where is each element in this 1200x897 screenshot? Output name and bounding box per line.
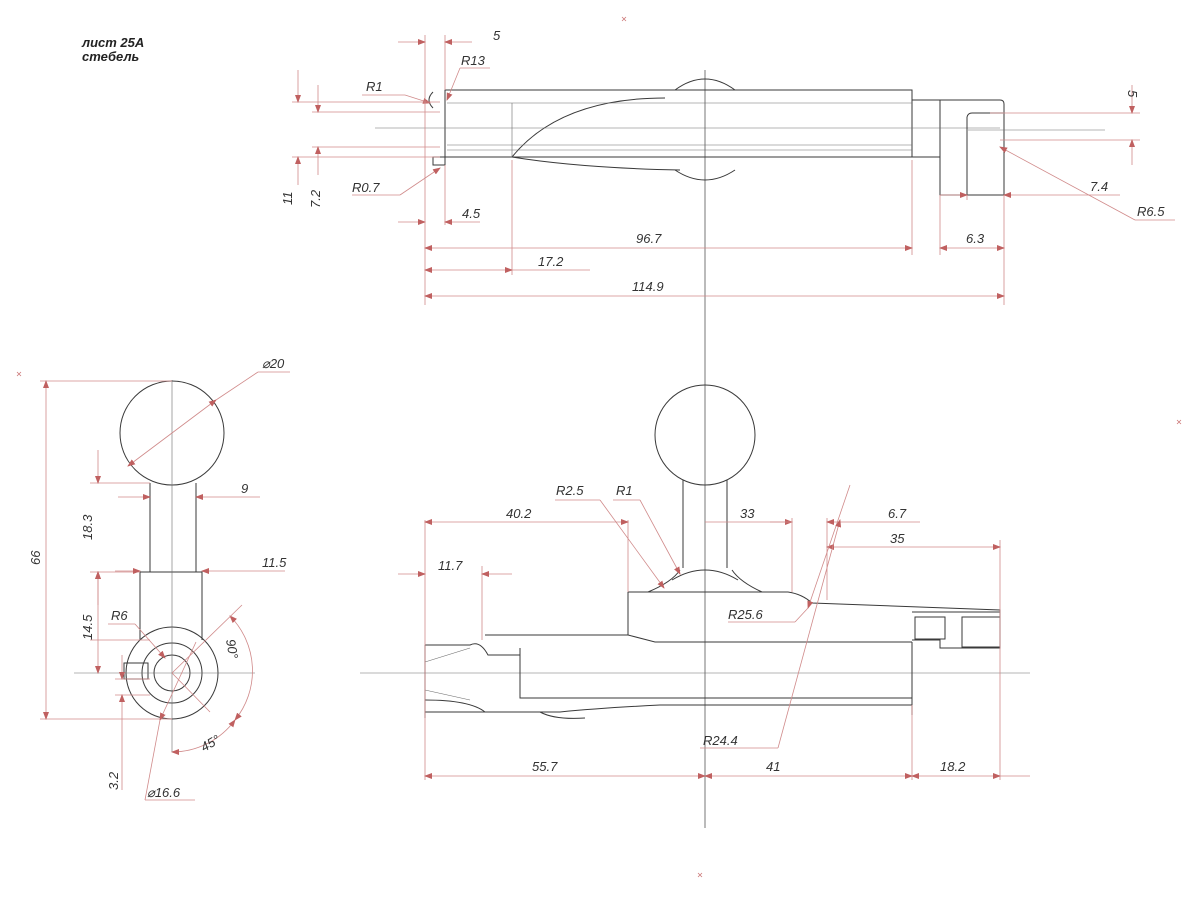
dim-dia-20: ⌀20 bbox=[262, 356, 285, 371]
dim-3-2: 3.2 bbox=[106, 771, 121, 790]
top-view: 5 R13 R1 R0.7 11 7.2 bbox=[280, 28, 1175, 305]
dim-114-9: 114.9 bbox=[632, 279, 664, 294]
dim-40-2: 40.2 bbox=[506, 506, 532, 521]
dim-9: 9 bbox=[241, 481, 248, 496]
dim-r07: R0.7 bbox=[352, 180, 380, 195]
dim-41: 41 bbox=[766, 759, 780, 774]
dim-7-4: 7.4 bbox=[1090, 179, 1108, 194]
side-view: ⌀20 66 18.3 9 11.5 14.5 bbox=[28, 356, 290, 801]
dim-66: 66 bbox=[28, 550, 43, 565]
dim-r1-front: R1 bbox=[616, 483, 633, 498]
top-view-dimensions: 5 R13 R1 R0.7 11 7.2 bbox=[280, 28, 1175, 305]
dim-6-7: 6.7 bbox=[888, 506, 907, 521]
dim-96-7: 96.7 bbox=[636, 231, 662, 246]
dim-r24-4: R24.4 bbox=[703, 733, 738, 748]
dim-5-top: 5 bbox=[493, 28, 501, 43]
sheet-title: лист 25А bbox=[81, 35, 144, 50]
dim-11: 11 bbox=[280, 192, 295, 206]
title-block: лист 25А стебель bbox=[81, 35, 144, 64]
top-view-outline bbox=[375, 78, 1105, 196]
dim-angle-90: 90° bbox=[223, 638, 241, 660]
part-name: стебель bbox=[82, 49, 139, 64]
side-view-outline bbox=[74, 380, 255, 752]
dim-6-3: 6.3 bbox=[966, 231, 985, 246]
dim-18-2: 18.2 bbox=[940, 759, 966, 774]
dim-r6-5: R6.5 bbox=[1137, 204, 1165, 219]
dim-4-5: 4.5 bbox=[462, 206, 481, 221]
dim-r25-6: R25.6 bbox=[728, 607, 763, 622]
dim-7-2: 7.2 bbox=[308, 189, 323, 208]
dim-r6: R6 bbox=[111, 608, 128, 623]
dim-11-7: 11.7 bbox=[438, 558, 463, 573]
front-view-outline bbox=[360, 384, 1030, 719]
dim-17-2: 17.2 bbox=[538, 254, 564, 269]
dim-r1-top: R1 bbox=[366, 79, 383, 94]
dim-55-7: 55.7 bbox=[532, 759, 558, 774]
dim-r2-5: R2.5 bbox=[556, 483, 584, 498]
sheet-marks bbox=[16, 16, 1182, 878]
dim-11-5: 11.5 bbox=[262, 555, 287, 570]
dim-35: 35 bbox=[890, 531, 905, 546]
front-view-dimensions: 40.2 R2.5 R1 33 6.7 35 11.7 bbox=[398, 483, 1030, 780]
dim-33: 33 bbox=[740, 506, 755, 521]
side-view-dimensions: ⌀20 66 18.3 9 11.5 14.5 bbox=[28, 356, 290, 801]
dim-r13: R13 bbox=[461, 53, 486, 68]
front-view: 40.2 R2.5 R1 33 6.7 35 11.7 bbox=[360, 384, 1030, 780]
dim-dia-16-6: ⌀16.6 bbox=[147, 785, 181, 800]
dim-5-right: 5 bbox=[1125, 90, 1140, 98]
dim-14-5: 14.5 bbox=[80, 614, 95, 640]
dim-18-3: 18.3 bbox=[80, 514, 95, 540]
dim-angle-45: 45° bbox=[198, 732, 223, 755]
